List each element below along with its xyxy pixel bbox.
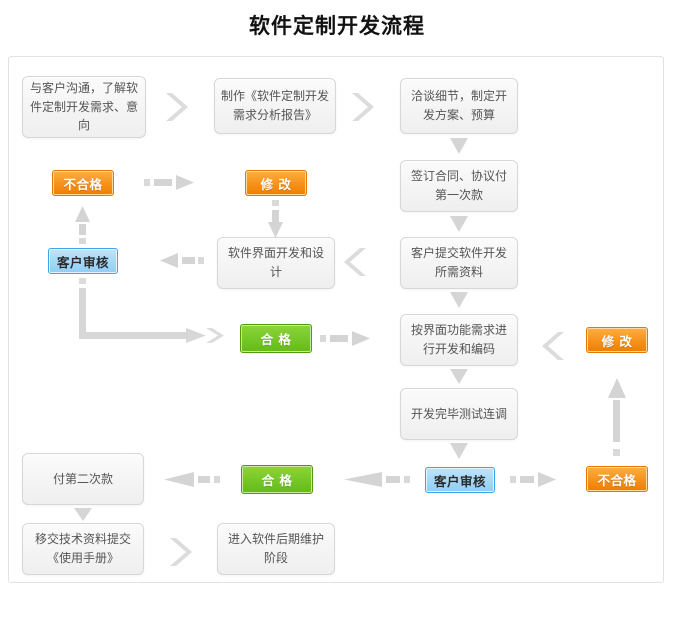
page-title: 软件定制开发流程 (249, 14, 425, 38)
status-badge-fail-1[interactable]: 不合格 (52, 170, 114, 196)
process-node-n9[interactable]: 付第二次款 (22, 453, 144, 505)
status-badge-modify-1[interactable]: 修 改 (245, 170, 307, 196)
process-node-n6[interactable]: 按界面功能需求进行开发和编码 (400, 314, 518, 366)
process-node-n7[interactable]: 开发完毕测试连调 (400, 388, 518, 440)
status-badge-pass-1[interactable]: 合 格 (240, 324, 312, 353)
process-node-n8[interactable]: 软件界面开发和设计 (217, 237, 335, 289)
process-node-n2[interactable]: 制作《软件定制开发需求分析报告》 (214, 78, 336, 134)
status-badge-pass-2[interactable]: 合 格 (241, 465, 313, 494)
status-badge-review-2[interactable]: 客户审核 (425, 467, 495, 493)
process-node-n4[interactable]: 签订合同、协议付第一次款 (400, 160, 518, 212)
status-badge-fail-2[interactable]: 不合格 (586, 466, 648, 492)
status-badge-review-1[interactable]: 客户审核 (48, 248, 118, 274)
status-badge-modify-2[interactable]: 修 改 (586, 327, 648, 353)
process-node-n11[interactable]: 进入软件后期维护阶段 (217, 523, 335, 575)
process-node-n3[interactable]: 洽谈细节，制定开发方案、预算 (400, 78, 518, 134)
process-node-n10[interactable]: 移交技术资料提交《使用手册》 (22, 523, 144, 575)
process-node-n5[interactable]: 客户提交软件开发所需资料 (400, 237, 518, 289)
process-node-n1[interactable]: 与客户沟通，了解软件定制开发需求、意向 (22, 76, 146, 138)
